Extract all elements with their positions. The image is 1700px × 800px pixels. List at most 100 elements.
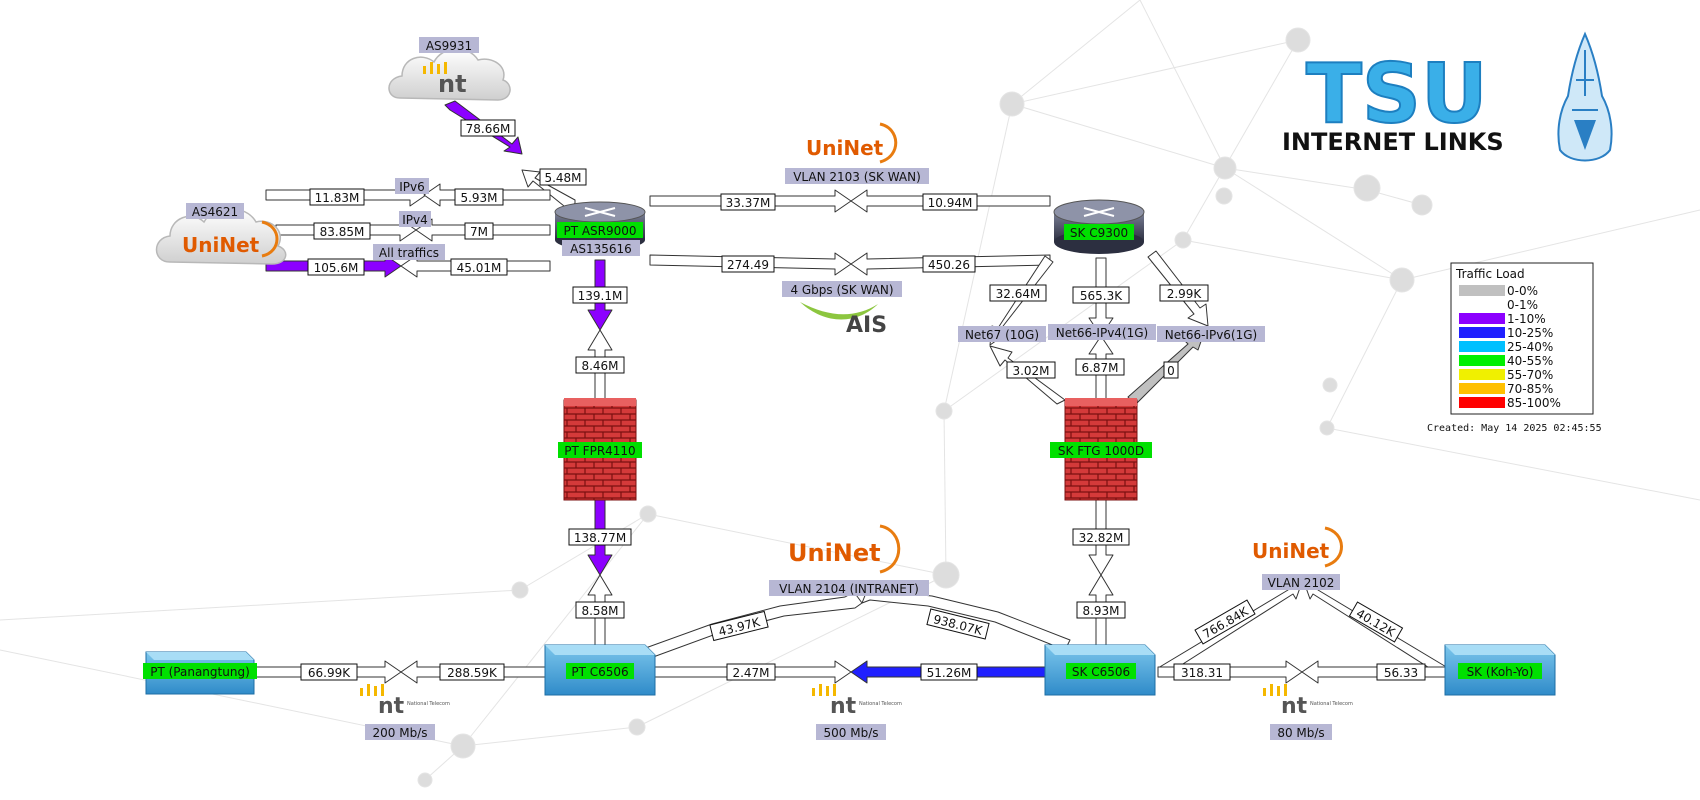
svg-text:138.77M: 138.77M	[574, 531, 626, 545]
group-labels: IPv6 IPv4 All traffics VLAN 2103 (SK WAN…	[365, 168, 1340, 740]
value-ipv4-in: 83.85M	[313, 222, 371, 240]
link-vlan2102-a-arrow[interactable]	[1157, 581, 1303, 677]
svg-text:nt: nt	[438, 70, 467, 98]
svg-text:5.93M: 5.93M	[460, 191, 497, 205]
value-fpr-c6506-down: 138.77M	[568, 528, 632, 546]
tsu-brand: TSU INTERNET LINKS	[1282, 46, 1504, 156]
svg-text:5.48M: 5.48M	[544, 171, 581, 185]
uninet-logo-vlan2104: UniNet	[788, 524, 901, 574]
value-as9931-out: 5.48M	[539, 168, 587, 186]
value-ftg-c6506-down: 32.82M	[1072, 528, 1130, 546]
ais-logo: AIS	[800, 302, 887, 338]
svg-text:8.58M: 8.58M	[581, 604, 618, 618]
svg-text:National Telecom: National Telecom	[859, 701, 902, 707]
legend-swatch	[1459, 299, 1505, 310]
bw-200-label: 200 Mb/s	[373, 726, 428, 740]
as135616-label: AS135616	[570, 242, 632, 256]
legend-item: 70-85%	[1459, 382, 1553, 396]
legend-swatch	[1459, 327, 1505, 338]
value-net66v4-in: 565.3K	[1072, 286, 1130, 304]
value-vlan2103-a: 33.37M	[720, 193, 776, 211]
svg-text:nt: nt	[1281, 694, 1308, 719]
ipv6-label: IPv6	[399, 180, 425, 194]
ipv4-label: IPv4	[402, 213, 428, 227]
svg-text:51.26M: 51.26M	[927, 666, 972, 680]
legend-swatch	[1459, 397, 1505, 408]
nt-logo-80: nt National Telecom	[1263, 684, 1353, 719]
value-all-in: 105.6M	[307, 258, 365, 276]
uninet-logo-vlan2102: UniNet	[1252, 526, 1343, 568]
value-nt80-a: 318.31	[1173, 663, 1231, 681]
value-net66v4-out: 6.87M	[1075, 358, 1125, 376]
svg-text:8.93M: 8.93M	[1082, 604, 1119, 618]
value-pan-b: 288.59K	[439, 663, 505, 681]
value-ais-a: 274.49	[721, 255, 775, 273]
net67-label: Net67 (10G)	[965, 328, 1039, 342]
value-boxes: 78.66M 5.48M 11.83M 5.93M 83.85M 7M 105.…	[300, 119, 1426, 681]
legend-label: 0-0%	[1507, 284, 1538, 298]
pt-c6506-label: PT C6506	[571, 665, 628, 679]
uninet-logo: UniNet	[182, 233, 260, 257]
legend: Traffic Load 0-0%0-1%1-10%10-25%25-40%40…	[1427, 262, 1602, 434]
value-nt500-b: 51.26M	[920, 663, 978, 681]
legend-swatch	[1459, 341, 1505, 352]
svg-text:0: 0	[1167, 364, 1175, 378]
value-net67-out: 3.02M	[1006, 361, 1056, 379]
legend-label: 0-1%	[1507, 298, 1538, 312]
value-all-out: 45.01M	[450, 258, 508, 276]
sk-kohyo-label: SK (Koh-Yo)	[1467, 665, 1534, 679]
legend-label: 25-40%	[1507, 340, 1553, 354]
value-ftg-c6506-up: 8.93M	[1076, 601, 1126, 619]
value-net66v6-out: 0	[1163, 361, 1179, 379]
value-vlan2104-a: 43.97K	[709, 610, 769, 642]
value-asr-fpr-up: 8.46M	[575, 356, 625, 374]
legend-label: 10-25%	[1507, 326, 1553, 340]
legend-label: 55-70%	[1507, 368, 1553, 382]
value-vlan2103-b: 10.94M	[922, 193, 978, 211]
svg-text:National Telecom: National Telecom	[1310, 701, 1353, 707]
value-ipv4-out: 7M	[464, 222, 494, 240]
svg-text:139.1M: 139.1M	[578, 289, 623, 303]
nt-logo: nt	[423, 62, 467, 98]
all-traffics-label: All traffics	[379, 246, 439, 260]
value-ais-b: 450.26	[922, 255, 976, 273]
svg-text:32.64M: 32.64M	[996, 287, 1041, 301]
pt-panangtung-label: PT (Panangtung)	[150, 665, 250, 679]
svg-text:78.66M: 78.66M	[466, 122, 511, 136]
value-ipv6-out: 5.93M	[454, 188, 504, 206]
pt-asr9000-label: PT ASR9000	[563, 224, 636, 238]
legend-item: 0-0%	[1459, 284, 1538, 298]
svg-text:National Telecom: National Telecom	[407, 701, 450, 707]
as9931-cloud[interactable]: nt	[388, 48, 511, 101]
sk-c6506-label: SK C6506	[1072, 665, 1130, 679]
svg-text:10.94M: 10.94M	[928, 196, 973, 210]
svg-text:105.6M: 105.6M	[314, 261, 359, 275]
legend-label: 1-10%	[1507, 312, 1546, 326]
uninet-logo-vlan2103: UniNet	[806, 122, 898, 164]
vlan2103-label: VLAN 2103 (SK WAN)	[793, 170, 921, 184]
value-nt80-b: 56.33	[1376, 663, 1426, 681]
value-asr-fpr-down: 139.1M	[572, 286, 628, 304]
svg-text:318.31: 318.31	[1181, 666, 1223, 680]
ais-label: 4 Gbps (SK WAN)	[790, 283, 893, 297]
value-ipv6-in: 11.83M	[309, 188, 365, 206]
vlan2102-label: VLAN 2102	[1268, 576, 1335, 590]
net66v4-label: Net66-IPv4(1G)	[1056, 326, 1148, 340]
sk-ftg1000d-label: SK FTG 1000D	[1058, 444, 1144, 458]
svg-text:UniNet: UniNet	[806, 136, 884, 160]
legend-item: 25-40%	[1459, 340, 1553, 354]
legend-item: 40-55%	[1459, 354, 1553, 368]
nt-logo-500: nt National Telecom	[812, 684, 902, 719]
created-timestamp: Created: May 14 2025 02:45:55	[1427, 423, 1602, 434]
legend-swatch	[1459, 355, 1505, 366]
value-pan-a: 66.99K	[300, 663, 358, 681]
legend-label: 40-55%	[1507, 354, 1553, 368]
nt-logo-200: nt National Telecom	[360, 684, 450, 719]
legend-swatch	[1459, 383, 1505, 394]
value-nt500-a: 2.47M	[726, 663, 776, 681]
svg-text:UniNet: UniNet	[1252, 539, 1330, 563]
legend-item: 1-10%	[1459, 312, 1546, 326]
legend-label: 85-100%	[1507, 396, 1561, 410]
